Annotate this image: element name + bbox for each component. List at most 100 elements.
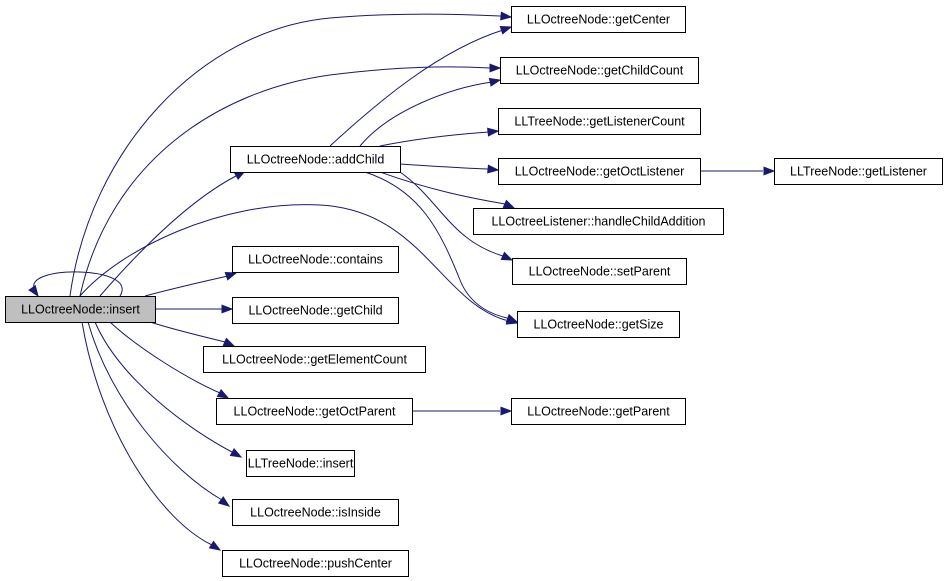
node-box[interactable] [774,158,943,185]
node-label: LLOctreeNode::setParent [529,265,671,279]
node-getCenter[interactable]: LLOctreeNode::getCenter [511,6,686,33]
edge-line [94,321,233,453]
node-getListener[interactable]: LLTreeNode::getListener [774,158,943,185]
arrowhead [208,540,222,551]
arrowhead [487,164,500,174]
node-treeInsert[interactable]: LLTreeNode::insert [246,450,355,477]
edge-line [329,29,504,147]
node-box[interactable] [511,6,686,33]
node-box[interactable] [498,108,701,135]
node-label: LLTreeNode::getListenerCount [514,115,685,129]
arrowhead [28,284,39,298]
node-getOctParent[interactable]: LLOctreeNode::getOctParent [216,398,413,425]
edge-addChild-to-getChildCount [359,77,502,147]
node-box[interactable] [5,296,156,323]
edge-addChild-to-setParent [399,171,514,261]
node-insert[interactable]: LLOctreeNode::insert [5,296,156,323]
node-getSize[interactable]: LLOctreeNode::getSize [517,311,680,338]
arrowhead [502,199,516,209]
node-getElementCount[interactable]: LLOctreeNode::getElementCount [203,346,426,373]
node-label: LLOctreeNode::getChild [248,304,382,318]
arrowhead [500,11,513,21]
node-box[interactable] [232,297,399,324]
node-box[interactable] [498,158,701,185]
edge-line [144,275,229,297]
edge-insert-to-getChildCount [79,63,502,297]
node-label: LLOctreeNode::getCenter [527,13,670,27]
edge-line [364,171,508,319]
node-setParent[interactable]: LLOctreeNode::setParent [512,258,687,285]
node-contains[interactable]: LLOctreeNode::contains [232,246,399,273]
edge-line [69,13,501,297]
node-label: LLOctreeNode::getChildCount [516,64,684,78]
arrowhead [763,166,776,176]
arrowhead [222,337,236,347]
edge-line [79,66,491,297]
edge-insert-to-treeInsert [94,321,243,458]
edge-insert-to-getCenter [69,11,513,297]
arrowhead [224,272,238,281]
node-label: LLOctreeNode::getOctParent [234,405,396,419]
node-box[interactable] [232,246,399,273]
edge-line [81,321,213,546]
edge-addChild-to-getOctListener [399,163,500,174]
edge-line [79,204,506,321]
node-label: LLOctreeNode::getParent [527,405,670,419]
node-box[interactable] [232,499,399,526]
edge-insert-to-contains [144,272,238,297]
node-box[interactable] [216,398,413,425]
node-label: LLOctreeNode::getOctListener [515,165,685,179]
node-label: LLOctreeListener::handleChildAddition [491,215,705,229]
node-label: LLOctreeNode::getElementCount [222,353,407,367]
arrowhead [499,26,513,35]
arrowhead [488,77,502,87]
arrowhead [500,406,513,416]
node-pushCenter[interactable]: LLOctreeNode::pushCenter [222,550,409,577]
arrowhead [216,388,230,399]
node-label: LLOctreeNode::addChild [247,153,385,167]
node-box[interactable] [222,550,409,577]
node-label: LLOctreeNode::isInside [250,506,381,520]
node-box[interactable] [517,311,680,338]
edge-line [399,171,504,257]
node-addChild[interactable]: LLOctreeNode::addChild [230,146,401,173]
node-box[interactable] [203,346,426,373]
edge-insert-to-getElementCount [149,321,236,347]
edge-line [379,171,506,205]
node-layer: LLOctreeNode::insert LLOctreeNode::addChi… [5,6,943,577]
node-isInside[interactable]: LLOctreeNode::isInside [232,499,399,526]
edge-addChild-to-handleChildAddition [379,171,516,209]
node-box[interactable] [473,208,724,235]
node-getOctListener[interactable]: LLOctreeNode::getOctListener [498,158,701,185]
edge-line [87,321,224,501]
arrowhead [229,447,243,458]
edge-line [149,321,226,343]
arrowhead [505,313,519,323]
edge-getOctListener-to-getListener [700,166,776,176]
node-getParent[interactable]: LLOctreeNode::getParent [511,398,686,425]
edge-insert-to-getChild [155,304,234,314]
arrowhead [221,304,234,314]
node-getChild[interactable]: LLOctreeNode::getChild [232,297,399,324]
edge-insert-to-isInside [87,321,231,507]
node-getChildCount[interactable]: LLOctreeNode::getChildCount [500,57,699,84]
node-box[interactable] [230,146,401,173]
edge-insert-to-insert [28,271,123,298]
node-handleChildAddition[interactable]: LLOctreeListener::handleChildAddition [473,208,724,235]
edge-addChild-to-getCenter [329,26,513,147]
edge-line [399,163,489,170]
node-box[interactable] [246,450,355,477]
node-box[interactable] [500,57,699,84]
arrowhead [217,496,231,507]
edge-line [379,131,490,147]
arrowhead [500,251,514,261]
node-box[interactable] [511,398,686,425]
edge-getOctParent-to-getParent [412,406,513,416]
edge-line [359,81,493,147]
node-label: LLOctreeNode::getSize [534,318,664,332]
edge-insert-to-pushCenter [81,321,222,551]
node-box[interactable] [512,258,687,285]
node-label: LLOctreeNode::insert [21,303,140,317]
node-getListenerCount[interactable]: LLTreeNode::getListenerCount [498,108,701,135]
